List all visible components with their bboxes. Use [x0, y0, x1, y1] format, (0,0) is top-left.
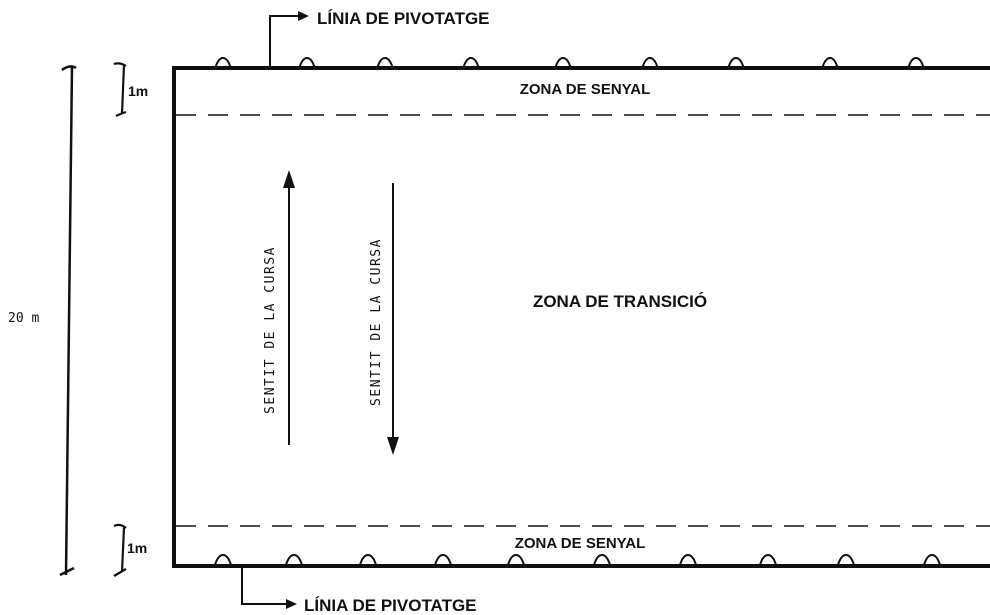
zone-boundaries: [176, 114, 990, 527]
cone-marker: [641, 56, 659, 70]
bottom-pivot-callout: [241, 568, 297, 609]
top-pivot-leader-line: [269, 15, 298, 66]
cone-marker: [434, 553, 452, 566]
transition-zone-label: ZONA DE TRANSICIÓ: [533, 292, 707, 311]
cone-marker: [923, 553, 941, 566]
cone-marker: [593, 553, 611, 566]
field-outline: [172, 66, 990, 568]
cone-marker: [507, 553, 525, 566]
bottom-pivot-leader-line: [241, 568, 286, 605]
cone-marker: [837, 553, 855, 566]
cone-marker: [214, 56, 232, 70]
top-pivot-arrowhead: [298, 11, 309, 21]
cone-marker: [214, 553, 232, 566]
top-pivot-callout: [269, 11, 309, 66]
cone-marker: [285, 553, 303, 566]
bottom-zone-width-label: 1m: [127, 540, 147, 556]
cone-marker: [554, 56, 572, 70]
cone-marker: [298, 56, 316, 70]
run-direction-up-arrow: [283, 170, 295, 445]
cone-marker: [727, 56, 745, 70]
bottom-signal-zone-label: ZONA DE SENYAL: [515, 535, 646, 552]
total-width-label: 20 m: [8, 311, 39, 326]
cone-marker: [679, 553, 697, 566]
total-width-dimension: [59, 65, 77, 577]
bottom-cones: [214, 553, 941, 566]
bottom-pivot-line-label: LÍNIA DE PIVOTATGE: [304, 596, 477, 615]
run-direction-down-arrow: [387, 183, 399, 455]
cone-marker: [821, 56, 839, 70]
cone-marker: [907, 56, 925, 70]
bottom-pivot-arrowhead: [286, 599, 297, 609]
top-pivot-line-label: LÍNIA DE PIVOTATGE: [317, 9, 490, 28]
top-zone-width-bracket: [113, 62, 127, 117]
top-cones: [214, 56, 925, 70]
cone-marker: [462, 56, 480, 70]
bottom-zone-width-bracket: [113, 523, 127, 577]
cone-marker: [376, 56, 394, 70]
top-zone-width-label: 1m: [128, 83, 148, 99]
run-direction-down-label: SENTIT DE LA CURSA: [369, 238, 384, 406]
top-signal-zone-label: ZONA DE SENYAL: [520, 81, 651, 98]
cone-marker: [759, 553, 777, 566]
run-direction-up-label: SENTIT DE LA CURSA: [263, 246, 278, 414]
cone-marker: [359, 553, 377, 566]
